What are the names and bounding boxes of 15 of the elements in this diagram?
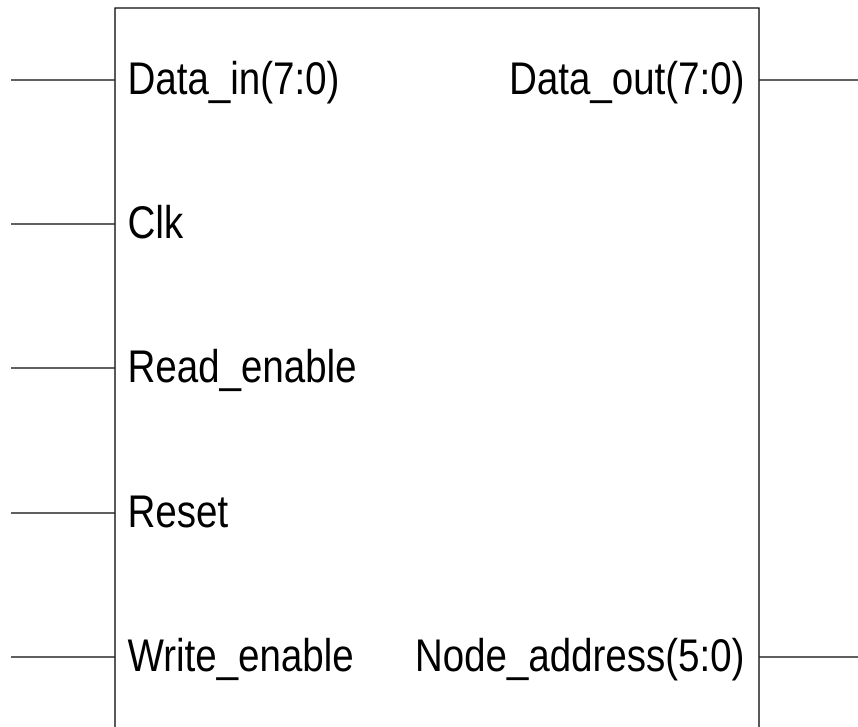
pin-label: Reset [130, 495, 228, 528]
pin-label: Node_address(5:0) [418, 638, 742, 680]
pin-label: Data_out(7:0) [512, 60, 742, 104]
pin-line [11, 79, 114, 81]
pin-label: Write_enable [128, 638, 352, 680]
pin-label: Data_in(7:0) [130, 60, 337, 104]
pin-line [11, 223, 114, 225]
pin-line [760, 79, 858, 81]
pin-line [11, 656, 114, 658]
block-symbol [114, 7, 760, 727]
pin-label: Read_enable [130, 348, 355, 392]
pin-line [11, 367, 114, 369]
pin-label: Clk [130, 204, 184, 238]
pin-line [11, 512, 114, 514]
pin-line [760, 656, 858, 658]
